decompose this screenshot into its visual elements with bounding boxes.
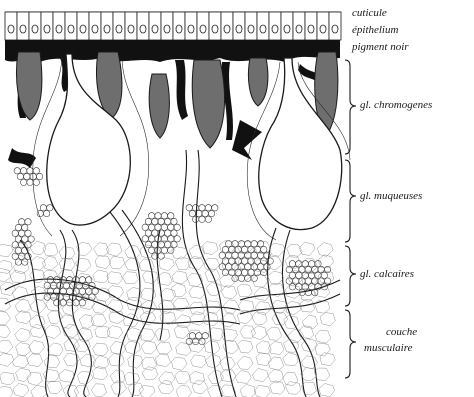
- mucous-glands: [33, 54, 350, 240]
- label-muscle-layer-2: musculaire: [364, 342, 413, 354]
- label-black-pigment: pigment noir: [351, 41, 409, 53]
- label-calcareous-glands: gl. calcaires: [360, 268, 414, 280]
- muscle-layer-network: [0, 240, 335, 397]
- label-epithelium: épithelium: [352, 24, 398, 36]
- label-muscle-layer-1: couche: [386, 326, 417, 338]
- label-cuticle: cuticule: [352, 7, 387, 19]
- label-chromogenic-glands: gl. chromogenes: [360, 99, 432, 111]
- epithelium-cells: [5, 12, 341, 40]
- label-mucous-glands: gl. muqueuses: [360, 190, 422, 202]
- layer-brackets: [345, 60, 356, 378]
